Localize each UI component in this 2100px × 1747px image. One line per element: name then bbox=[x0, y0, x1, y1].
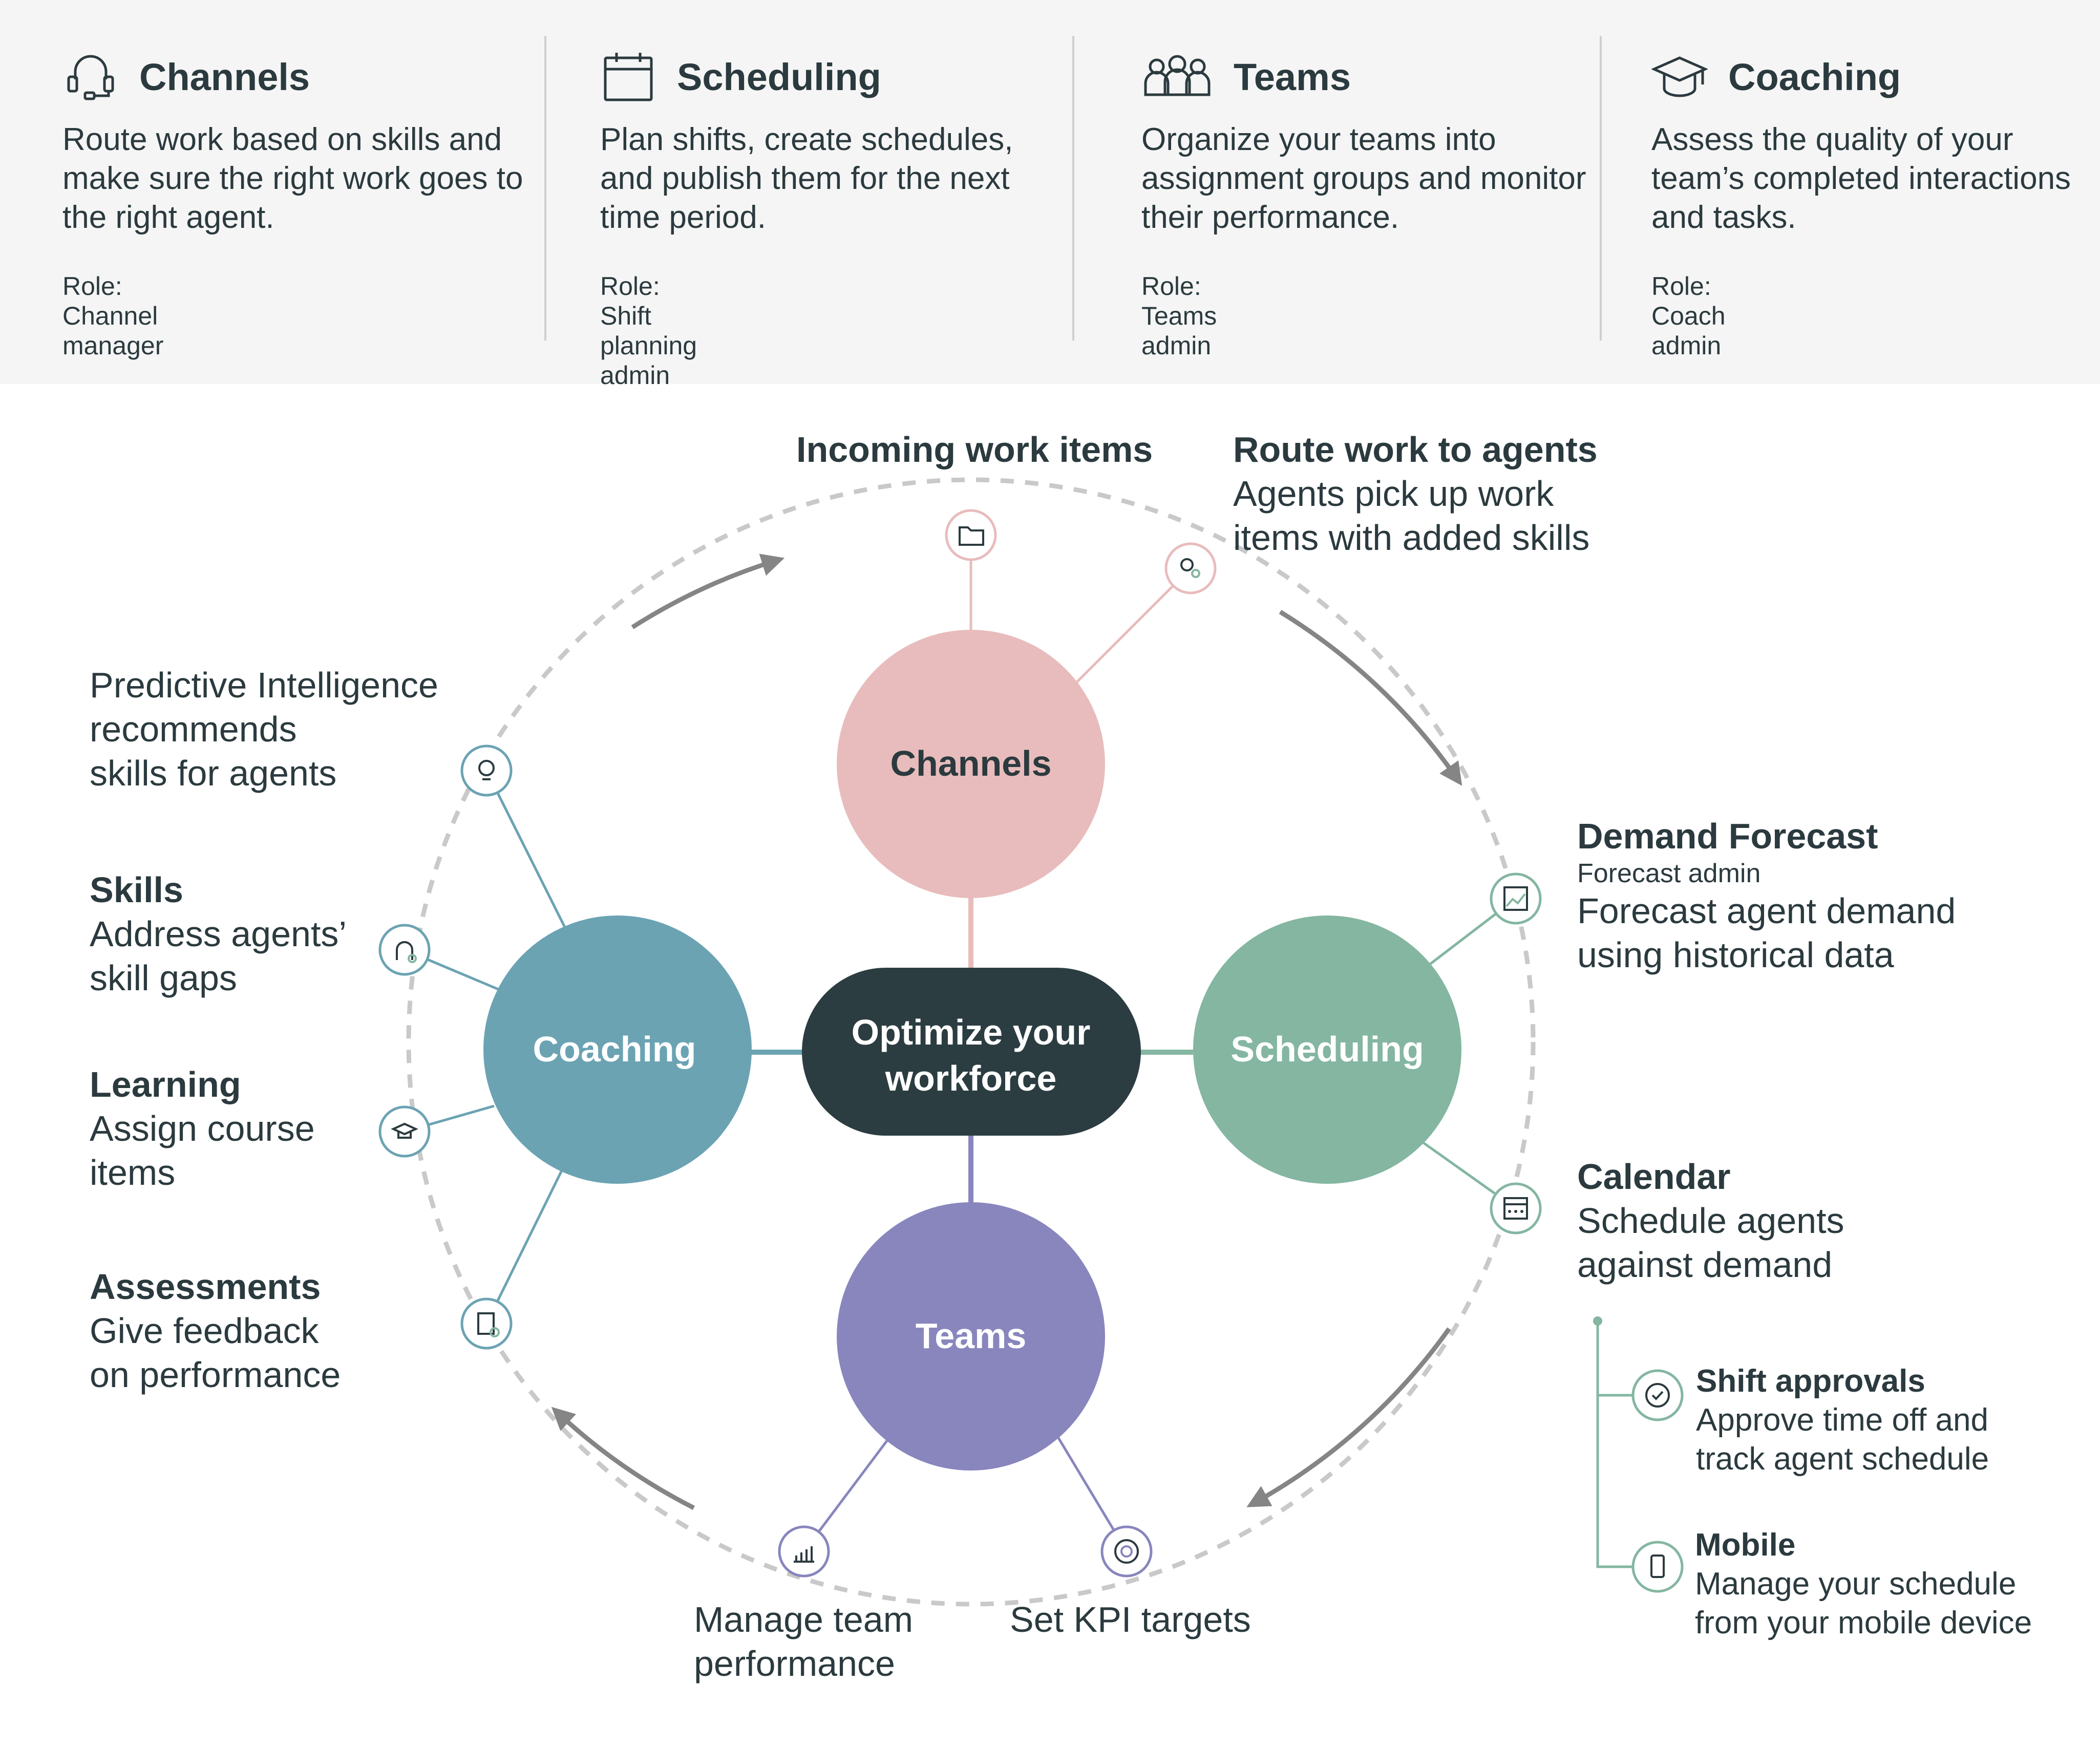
card-role: Role: Channel manager bbox=[62, 272, 164, 360]
skills-icon[interactable] bbox=[378, 924, 431, 976]
hub-pill[interactable] bbox=[802, 968, 1141, 1136]
card-description: Plan shifts, create schedules, and publi… bbox=[600, 122, 1013, 235]
bracket-dot bbox=[1593, 1316, 1602, 1326]
skills-label: Skills Address agents’ skill gaps bbox=[90, 870, 347, 998]
arrow-bottom-right bbox=[1246, 1327, 1451, 1507]
card-role: Role: Shift planning admin bbox=[600, 272, 697, 390]
top-banner: Channels Route work based on skills and … bbox=[0, 0, 2100, 390]
demand-forecast-label: Demand Forecast Forecast admin Forecast … bbox=[1577, 816, 1956, 975]
shift-approvals-label: Shift approvals Approve time off and tra… bbox=[1696, 1363, 1989, 1477]
mobile-phone-icon[interactable] bbox=[1631, 1541, 1684, 1593]
outer-ring bbox=[406, 477, 1536, 1607]
manage-team-label: Manage team performance bbox=[694, 1600, 914, 1684]
arrow-top-right bbox=[1279, 610, 1462, 786]
incoming-label: Incoming work items bbox=[796, 430, 1153, 470]
ring-nodes bbox=[378, 509, 1684, 1593]
kpi-label: Set KPI targets bbox=[1010, 1600, 1251, 1639]
card-role: Role: Teams admin bbox=[1141, 272, 1217, 360]
card-description: Route work based on skills and make sure… bbox=[62, 122, 523, 235]
divider bbox=[544, 36, 546, 340]
divider bbox=[1072, 36, 1074, 340]
card-description: Assess the quality of your team’s comple… bbox=[1651, 122, 2071, 235]
card-title: Channels bbox=[139, 55, 310, 98]
folder-icon[interactable] bbox=[945, 509, 997, 561]
people-icon bbox=[1144, 55, 1211, 96]
calendar-label: Calendar Schedule agents against demand bbox=[1577, 1157, 1844, 1285]
channels-circle-label: Channels bbox=[890, 743, 1051, 783]
scheduling-circle[interactable] bbox=[1193, 915, 1461, 1184]
mobile-label: Mobile Manage your schedule from your mo… bbox=[1695, 1527, 2032, 1641]
flow-arrows bbox=[551, 553, 1462, 1510]
target-icon[interactable] bbox=[1100, 1525, 1153, 1578]
card-description: Organize your teams into assignment grou… bbox=[1141, 122, 1586, 235]
teams-circle-label: Teams bbox=[916, 1316, 1027, 1356]
headset-icon bbox=[67, 55, 114, 100]
predictive-label: Predictive Intelligence recommends skill… bbox=[90, 665, 438, 793]
gear-icon[interactable] bbox=[1164, 542, 1217, 594]
clipboard-icon[interactable] bbox=[460, 1297, 513, 1350]
scheduling-circle-label: Scheduling bbox=[1231, 1029, 1424, 1069]
calendar-icon bbox=[604, 53, 653, 101]
hub-label-line1: Optimize your bbox=[852, 1012, 1091, 1052]
calendar-grid-icon[interactable] bbox=[1490, 1182, 1542, 1234]
teams-circle[interactable] bbox=[837, 1202, 1105, 1471]
route-label: Route work to agents Agents pick up work… bbox=[1233, 430, 1598, 558]
hub-label-line2: workforce bbox=[885, 1058, 1057, 1098]
arrow-top-left bbox=[631, 553, 785, 629]
card-title: Teams bbox=[1234, 55, 1351, 98]
checkmark-icon[interactable] bbox=[1631, 1369, 1684, 1421]
chart-up-icon[interactable] bbox=[1490, 872, 1542, 925]
divider bbox=[1600, 36, 1602, 340]
channels-circle[interactable] bbox=[837, 630, 1105, 898]
assessments-label: Assessments Give feedback on performance bbox=[90, 1267, 341, 1395]
learning-label: Learning Assign course items bbox=[90, 1064, 315, 1192]
hub-connectors bbox=[748, 891, 1193, 1203]
graduation-cap-icon bbox=[1651, 56, 1708, 97]
arrow-bottom-left bbox=[551, 1407, 695, 1510]
card-title: Coaching bbox=[1728, 55, 1901, 98]
graduation-cap-icon[interactable] bbox=[378, 1105, 431, 1158]
bar-chart-icon[interactable] bbox=[778, 1525, 830, 1578]
card-title: Scheduling bbox=[677, 55, 881, 98]
coaching-circle[interactable] bbox=[483, 915, 752, 1184]
coaching-circle-label: Coaching bbox=[533, 1029, 696, 1069]
card-role: Role: Coach admin bbox=[1651, 272, 1726, 360]
lightbulb-icon[interactable] bbox=[460, 744, 513, 797]
